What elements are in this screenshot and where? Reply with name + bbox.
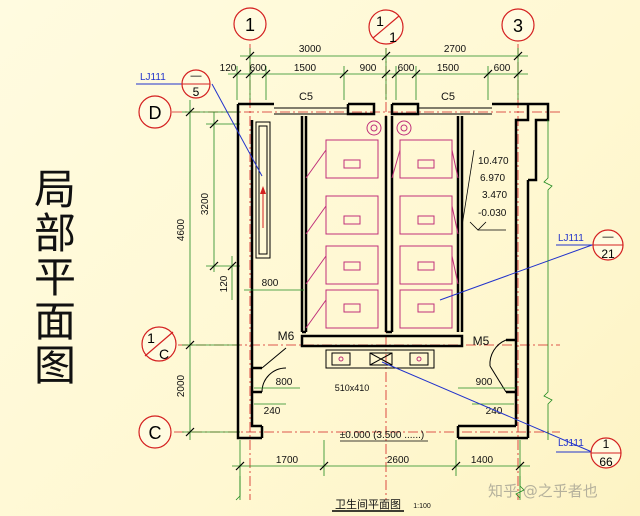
axis-bubble-d: D: [138, 95, 172, 129]
title-char-5: 图: [33, 341, 76, 390]
top-dimension-texts: 3000 2700 120 600 1500 900 600 1500 600: [220, 44, 511, 74]
axis-bubble-1-c-bottom: C: [159, 346, 169, 362]
inner-dimension-texts: 800 800 240 900 240 510x410: [262, 278, 503, 417]
axis-bubble-1: 1: [233, 7, 267, 41]
sink-fixtures: [325, 349, 435, 369]
axis-bubble-d-label: D: [149, 103, 162, 123]
dim-bottom-1700: 1700: [276, 455, 299, 466]
elevation-3: 3.470: [482, 190, 507, 201]
dim-left-door-800: 800: [276, 377, 293, 388]
elevation-2: 6.970: [480, 173, 505, 184]
dim-top-600-c: 600: [494, 63, 511, 74]
dim-top-900: 900: [360, 63, 377, 74]
detail-ref-3-bottom: 66: [599, 455, 613, 469]
detail-ref-1-code: LJ111: [140, 72, 166, 83]
dim-bottom-2600: 2600: [387, 455, 410, 466]
dim-top-600-b: 600: [398, 63, 415, 74]
bottom-dimension-texts: 1700 2600 1400: [276, 455, 494, 466]
dim-top-3000: 3000: [299, 44, 322, 55]
drawing-scale: 1:100: [413, 503, 431, 510]
bottom-break-line: [235, 476, 525, 501]
title-char-3: 平: [33, 253, 76, 302]
elevation-4: -0.030: [478, 208, 507, 219]
elevation-1: 10.470: [478, 156, 509, 167]
door-swings: [261, 339, 507, 393]
axis-bubble-1-c: 1 C: [141, 326, 177, 362]
detail-ref-2: LJ111 — 21: [439, 229, 624, 301]
detail-ref-3-code: LJ111: [558, 438, 584, 449]
detail-ref-1: LJ111 — 5: [136, 69, 263, 177]
dim-bottom-1400: 1400: [471, 455, 494, 466]
detail-ref-1-top: —: [191, 70, 202, 82]
detail-ref-3: LJ111 1 66: [381, 361, 622, 469]
bottom-dimension-lines: [232, 440, 530, 500]
top-dimension-lines: [228, 48, 528, 100]
axis-bubble-1-c-top: 1: [147, 330, 155, 346]
dim-top-600-a: 600: [250, 63, 267, 74]
drawing-caption: 卫生间平面图: [335, 497, 401, 511]
dim-left-3200: 3200: [200, 192, 211, 215]
axis-bubble-1-1-top: 1: [376, 13, 384, 29]
axis-bubble-1-label: 1: [245, 15, 255, 35]
left-dimension-texts: 4600 3200 120 2000: [176, 192, 230, 397]
door-label-m6: M6: [278, 329, 295, 343]
dim-top-1500-b: 1500: [437, 63, 460, 74]
detail-ref-2-code: LJ111: [558, 233, 584, 244]
left-window-strip: [255, 121, 271, 259]
sink-marks: [338, 356, 422, 362]
axis-bubble-1-1: 1 1: [368, 9, 404, 45]
axis-bubble-3-label: 3: [513, 16, 523, 36]
axis-bubble-c-label: C: [149, 423, 162, 443]
stall-fixtures: [305, 120, 459, 329]
drawing-caption-group: 卫生间平面图 1:100: [332, 497, 431, 512]
dim-left-2000: 2000: [176, 374, 187, 397]
dim-right-door-900: 900: [476, 377, 493, 388]
window-label-left: C5: [299, 91, 313, 103]
axis-bubble-c: C: [138, 415, 172, 449]
right-break-line: [543, 120, 553, 440]
detail-ref-2-top: —: [603, 231, 614, 243]
door-label-m5: M5: [473, 334, 490, 348]
dim-right-jamb-240: 240: [486, 406, 503, 417]
dim-sink-size: 510x410: [335, 383, 370, 393]
dim-stall-800: 800: [262, 278, 279, 289]
dim-top-120: 120: [220, 63, 237, 74]
room-labels: C5 C5 M6 M5 ±0.000 (3.500 ......): [278, 91, 490, 441]
axis-bubble-1-1-bottom: 1: [389, 29, 397, 45]
detail-ref-2-bottom: 21: [601, 247, 615, 261]
detail-ref-1-bottom: 5: [193, 85, 200, 99]
elevation-stack: 10.470 6.970 3.470 -0.030: [478, 156, 509, 219]
walls: [236, 102, 550, 440]
window-label-right: C5: [441, 91, 455, 103]
detail-ref-3-top: 1: [603, 437, 610, 451]
window-direction-arrow: [260, 186, 266, 228]
left-dimension-lines: [182, 100, 240, 440]
dim-left-4600: 4600: [176, 218, 187, 241]
dim-left-120: 120: [219, 275, 230, 292]
dim-left-jamb-240: 240: [264, 406, 281, 417]
vertical-title: 局 部 平 面 图: [30, 168, 80, 388]
title-char-1: 局: [33, 165, 76, 214]
title-char-4: 面: [33, 297, 76, 346]
title-char-2: 部: [33, 209, 76, 258]
dim-top-2700: 2700: [444, 44, 467, 55]
axis-bubble-3: 3: [501, 8, 535, 42]
floor-level-label: ±0.000 (3.500 ......): [340, 430, 424, 441]
dim-top-1500-a: 1500: [294, 63, 317, 74]
watermark: 知乎 @之乎者也: [488, 482, 598, 500]
elevation-marker: [461, 149, 506, 231]
